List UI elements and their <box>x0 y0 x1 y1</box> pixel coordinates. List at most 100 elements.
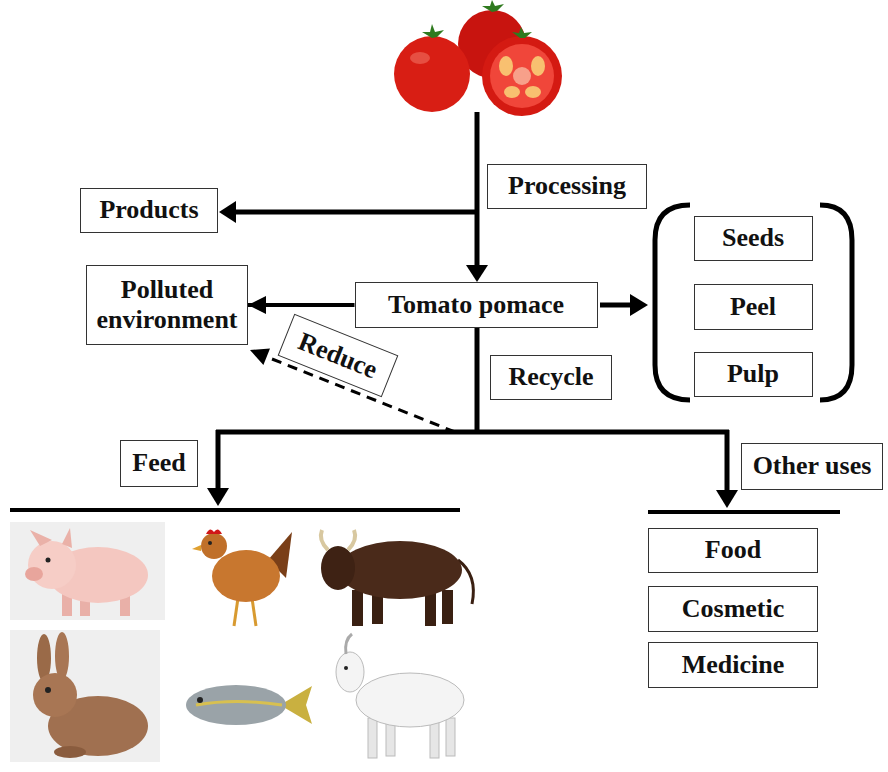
tomato-core <box>513 67 531 85</box>
recycle-line <box>475 328 480 432</box>
process-box: Food <box>648 528 818 573</box>
box-label: Pulp <box>727 359 779 389</box>
arrow-head <box>250 348 270 365</box>
chicken-comb <box>206 529 222 534</box>
arrow-head <box>219 201 236 223</box>
box-label: Recycle <box>508 362 593 392</box>
arrow-head <box>630 294 648 316</box>
feed-line <box>216 430 221 490</box>
chicken-body <box>212 550 280 602</box>
arrow-heads <box>207 201 738 508</box>
chicken-illustration <box>192 529 292 626</box>
tomato-seeds <box>525 86 541 98</box>
tomato-cut <box>482 36 562 116</box>
box-label: Peel <box>730 292 776 322</box>
process-box: Seeds <box>694 216 813 261</box>
chicken-eye <box>208 541 212 545</box>
rabbit-paw <box>54 746 86 758</box>
goat-illustration <box>336 634 464 758</box>
process-box: Medicine <box>648 642 818 688</box>
tomato-left <box>394 36 470 112</box>
goat-body <box>356 673 464 727</box>
pig-head <box>28 541 76 589</box>
rabbit-head <box>33 673 77 717</box>
bracket <box>820 205 852 400</box>
fish-stripe <box>196 702 282 706</box>
goat-horn <box>346 634 352 654</box>
photo-ground <box>10 630 160 762</box>
feed-bar <box>10 508 460 512</box>
arrow-head <box>466 265 488 282</box>
box-label: Seeds <box>722 223 784 253</box>
bull-leg <box>352 590 363 626</box>
flow-lines <box>10 112 852 512</box>
photo-ground <box>10 522 165 620</box>
process-box: Processing <box>487 164 647 209</box>
tomato-shine <box>410 52 430 64</box>
pig-ear <box>30 530 52 546</box>
products-line <box>236 210 477 215</box>
parts-line <box>600 303 632 308</box>
pig-ear <box>62 528 72 548</box>
process-box: Tomato pomace <box>355 282 598 328</box>
bull-leg <box>442 590 453 624</box>
box-label: Tomato pomace <box>388 290 564 320</box>
box-label: Cosmetic <box>682 594 785 624</box>
branch-bar <box>216 430 729 435</box>
bull-horn <box>348 530 355 550</box>
bull-body <box>338 541 462 599</box>
process-box: Products <box>80 188 218 233</box>
box-label: Medicine <box>682 650 785 680</box>
rabbit-illustration <box>10 630 160 762</box>
box-label: Polluted environment <box>95 275 239 335</box>
tomato-seeds <box>504 86 520 98</box>
bull-illustration <box>321 530 474 626</box>
arrow-head <box>716 490 738 508</box>
process-box: Pulp <box>694 352 813 397</box>
bull-horn <box>321 530 328 550</box>
process-box: Polluted environment <box>86 265 248 345</box>
process-box: Peel <box>694 284 813 330</box>
box-label: Food <box>705 535 761 565</box>
rabbit-ear <box>55 632 69 680</box>
rabbit-eye <box>45 687 51 693</box>
goat-leg <box>368 718 377 758</box>
tomato-seeds <box>499 56 513 76</box>
box-label: Reduce <box>294 326 382 384</box>
tomato-stem <box>512 27 532 38</box>
other-uses-bar <box>648 510 840 514</box>
tomato-stem <box>422 24 444 38</box>
box-label: Products <box>99 195 198 225</box>
processing-line <box>475 112 480 268</box>
pig-eye <box>46 558 51 563</box>
tomato-flesh <box>490 44 554 108</box>
flow-arrow <box>248 303 355 307</box>
tomato-seeds <box>531 56 545 76</box>
chicken-leg <box>234 598 238 626</box>
fish-body <box>186 685 286 725</box>
tomato-illustration <box>394 0 562 116</box>
connectors <box>248 305 355 306</box>
process-box: Cosmetic <box>648 586 818 632</box>
other-uses-line <box>725 430 730 492</box>
pig-snout <box>25 567 43 581</box>
box-label: Processing <box>508 171 626 201</box>
fish-eye <box>197 697 203 703</box>
tomato-stem <box>482 0 504 12</box>
goat-head <box>336 652 364 692</box>
box-label: Feed <box>132 448 185 478</box>
chicken-head <box>201 533 227 559</box>
box-label: Other uses <box>753 451 872 481</box>
goat-eye <box>344 666 348 670</box>
goat-leg <box>446 718 455 756</box>
process-box: Feed <box>120 440 198 487</box>
process-box: Other uses <box>741 443 883 490</box>
chicken-leg <box>252 598 256 626</box>
arrow-head <box>207 488 229 506</box>
process-box: Recycle <box>490 355 612 400</box>
bull-head <box>321 546 355 590</box>
fish-illustration <box>186 685 312 725</box>
pig-illustration <box>10 522 165 620</box>
chicken-beak <box>192 545 201 551</box>
